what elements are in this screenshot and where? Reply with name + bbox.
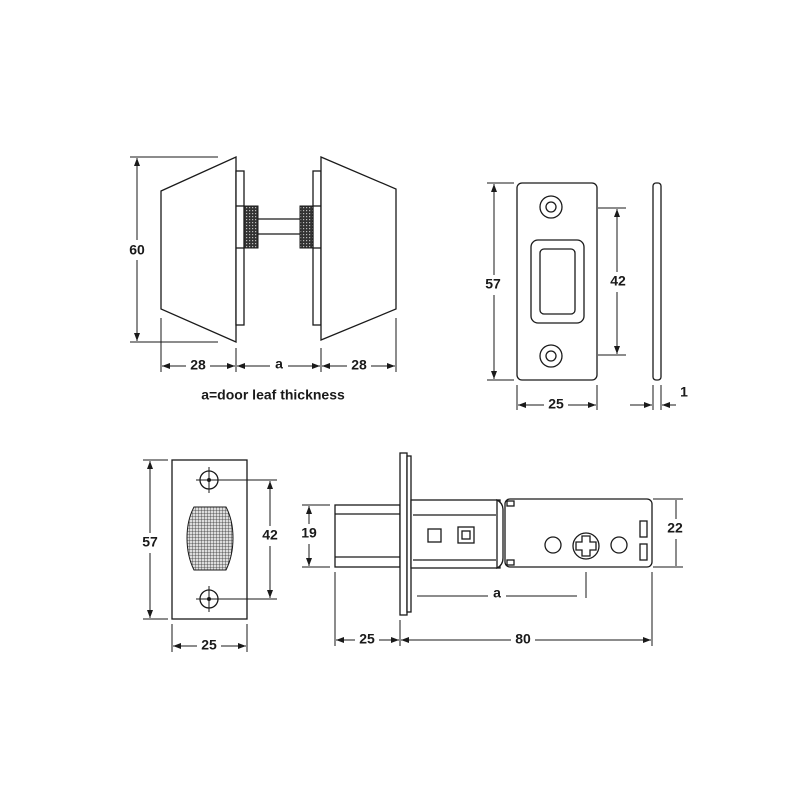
strike-hole-spacing-label: 42: [610, 273, 626, 289]
right-knurled-neck: [299, 205, 314, 249]
right-knob: [320, 156, 397, 341]
door-thickness-label: a: [275, 356, 283, 372]
left-knob: [160, 155, 237, 343]
latch-width-label: 25: [201, 637, 217, 653]
backset-label: a: [493, 585, 501, 601]
strike-opening: [530, 239, 585, 324]
latch-hole-spacing-label: 42: [262, 527, 278, 543]
latch-height-label: 57: [142, 534, 158, 550]
latch-face-view: 57 42 25: [138, 459, 282, 655]
latch-bolt-face: [186, 506, 234, 571]
latch-body: [410, 499, 501, 569]
latch-faceplate-edge: [399, 452, 408, 616]
strike-plate-edge: [652, 182, 662, 381]
latch-tail: [504, 498, 653, 568]
left-knurled-neck: [243, 205, 259, 249]
strike-plate-view: 57 42 25 1: [482, 182, 688, 414]
strike-width-label: 25: [548, 396, 564, 412]
strike-plate: [516, 182, 598, 381]
bolt-length-label: 25: [359, 631, 375, 647]
bolt-height-label: 19: [301, 525, 317, 541]
screw-hole: [539, 195, 563, 219]
screw-hole: [539, 344, 563, 368]
strike-height-label: 57: [485, 276, 501, 292]
caption: a=door leaf thickness: [201, 387, 345, 403]
height-label: 60: [129, 242, 145, 258]
right-depth-label: 28: [351, 357, 367, 373]
strike-thickness-label: 1: [680, 384, 688, 400]
left-depth-label: 28: [190, 357, 206, 373]
knob-side-view: 60 28 a 28 a=door leaf thickness: [126, 155, 397, 403]
latch-length-label: 80: [515, 631, 531, 647]
body-height-label: 22: [667, 520, 683, 536]
latch-side-view: 19 22 a 25 80: [297, 452, 688, 649]
spindle-hole: [572, 532, 600, 560]
